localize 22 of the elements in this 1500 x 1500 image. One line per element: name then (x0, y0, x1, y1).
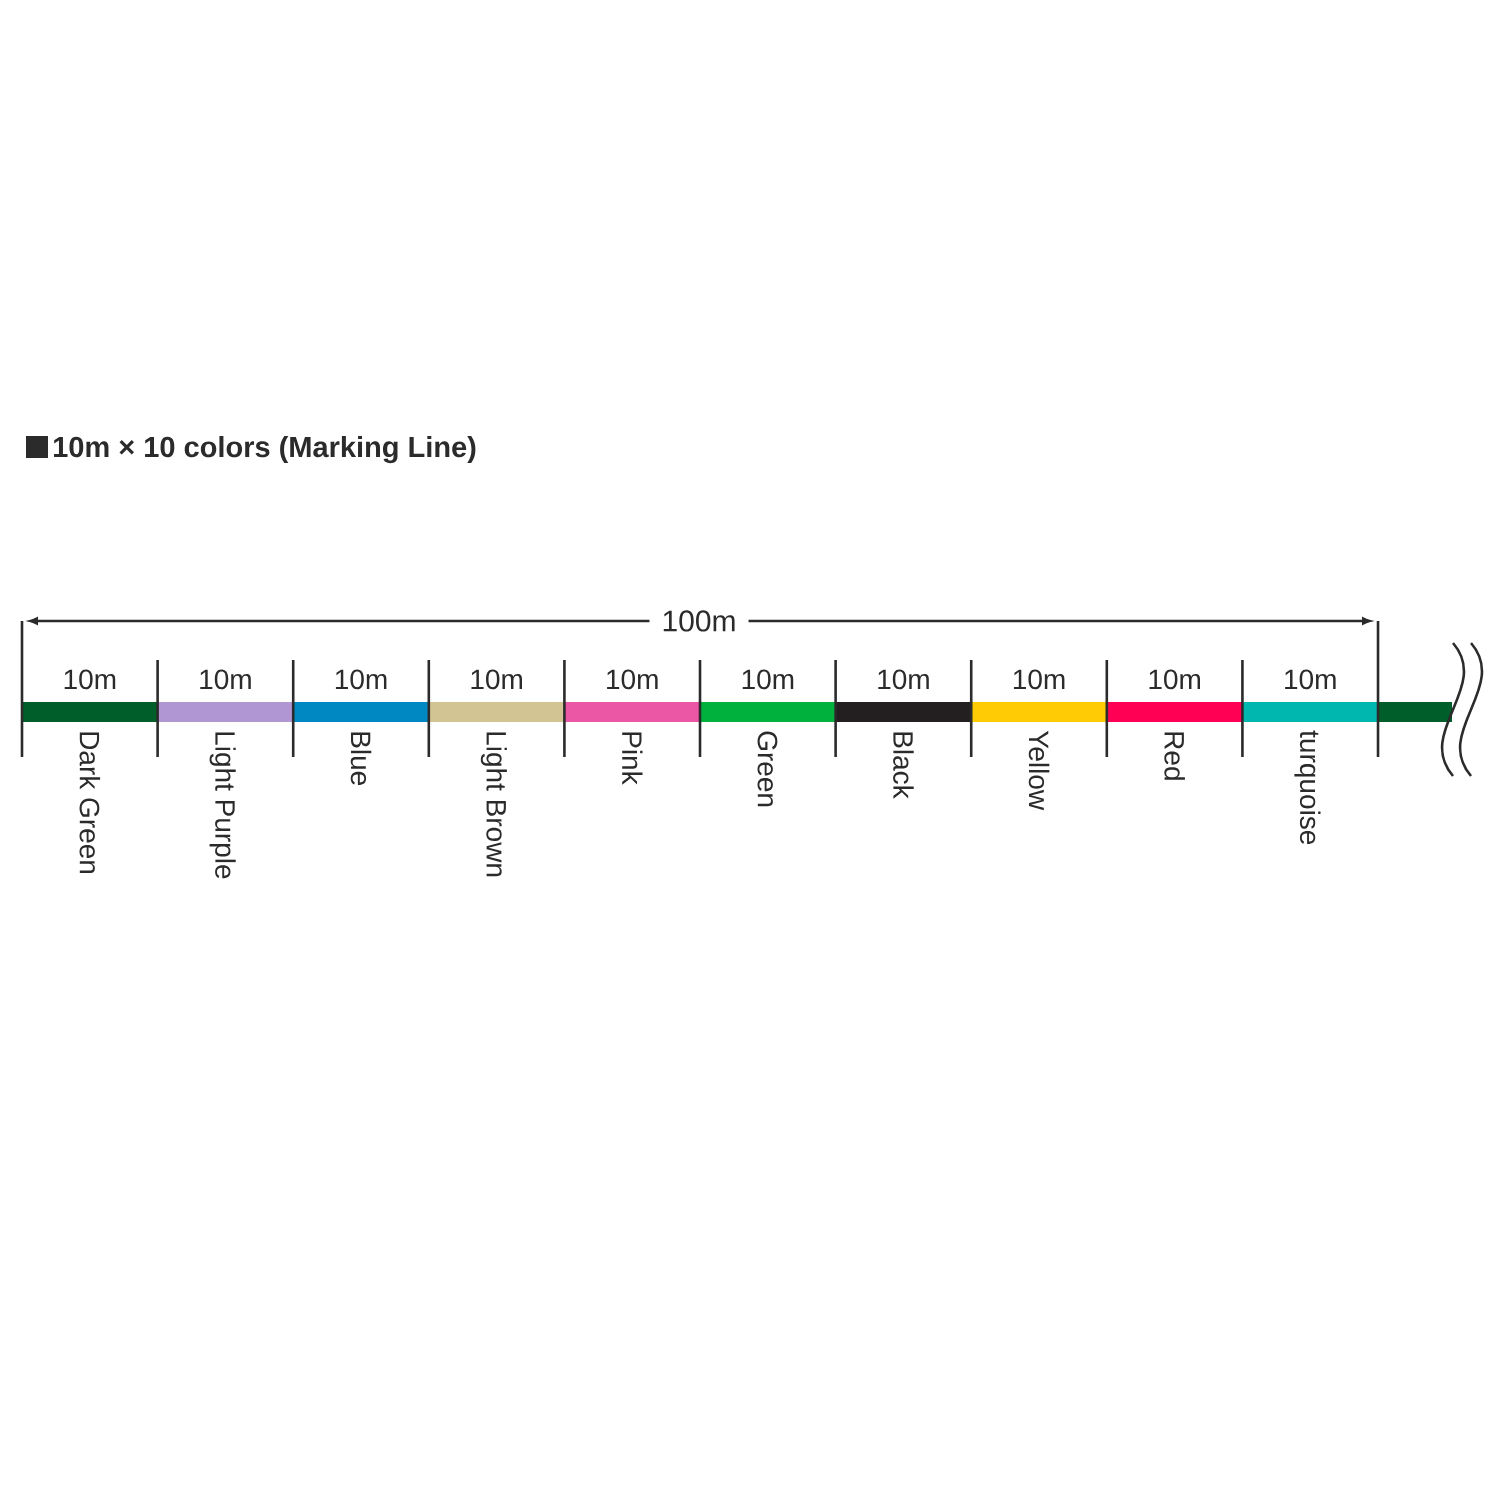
color-name: Pink (622, 732, 643, 785)
color-name: turquoise (1294, 730, 1321, 845)
length-label: 10m (1149, 669, 1200, 690)
color-name: Blue (350, 732, 372, 785)
dimension-label: 100m (649, 607, 749, 635)
length-label: 10m (878, 669, 929, 690)
length-label: 10m (1285, 669, 1336, 690)
length-label: 10m (471, 669, 522, 690)
color-name: Light Purple (209, 732, 236, 879)
title-text: 10m × 10 colors (Marking Line) (54, 435, 476, 464)
length-label: 10m (200, 669, 251, 690)
color-name: Red (1164, 732, 1185, 780)
length-label: 10m (64, 669, 116, 690)
length-label: 10m (742, 669, 794, 690)
length-label: 10m (335, 669, 387, 690)
color-name: Green (757, 731, 778, 807)
color-name: Light Brown (480, 732, 507, 877)
color-name: Dark Green (79, 732, 101, 874)
color-name: Yellow (1028, 730, 1050, 811)
length-label: 10m (1013, 669, 1065, 690)
color-name: Black (893, 732, 914, 799)
length-label: 10m (607, 669, 658, 690)
